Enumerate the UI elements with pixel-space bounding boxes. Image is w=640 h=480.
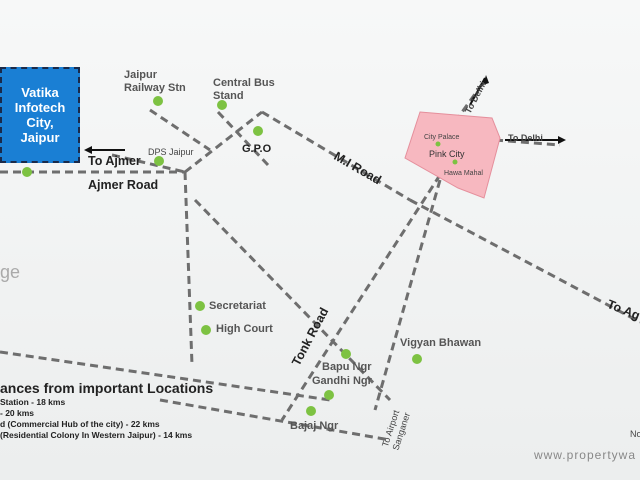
- airport-road-line: [373, 179, 442, 411]
- city-palace-label: City Palace: [424, 134, 460, 141]
- tonk-road-line: [280, 174, 442, 421]
- to-ajmer-label: To Ajmer: [88, 154, 141, 168]
- north-diagonal-line: [184, 110, 263, 174]
- arrow-head-icon: [558, 136, 566, 144]
- bapu-dot: [341, 349, 351, 359]
- bus-stand-dot: [217, 100, 227, 110]
- edge-text-left: ge: [0, 262, 21, 282]
- railway-station-label: Jaipur Railway Stn: [124, 69, 186, 94]
- secretariat-label: Secretariat: [209, 300, 266, 312]
- to-delhi-arrow-1: [469, 77, 486, 106]
- bajaj-dot: [306, 406, 316, 416]
- ajmer-road-label: Ajmer Road: [88, 178, 159, 192]
- gandhi-dot: [324, 390, 334, 400]
- delhi-road-line: [494, 138, 561, 147]
- south-road-line: [0, 350, 331, 402]
- high-court-label: High Court: [216, 323, 273, 335]
- high-court-dot: [201, 325, 211, 335]
- legend-item: d (Commercial Hub of the city) - 22 kms: [0, 419, 160, 429]
- dps-dot: [154, 156, 164, 166]
- secretariat-dot: [195, 301, 205, 311]
- watermark: www.propertywa: [533, 448, 636, 462]
- central-diagonal-line: [193, 198, 392, 402]
- legend-item: (Residential Colony In Western Jaipur) -…: [0, 430, 193, 440]
- project-name: Vatika Infotech City, Jaipur: [14, 85, 66, 145]
- arrow-head-icon: [483, 75, 489, 85]
- railway-dot: [153, 96, 163, 106]
- legend-title: ances from important Locations: [0, 380, 214, 396]
- ajmer-road-dot: [22, 167, 32, 177]
- hawa-mahal-label: Hawa Mahal: [444, 170, 483, 177]
- dps-label: DPS Jaipur: [148, 147, 194, 157]
- edge-text-right: No: [630, 429, 640, 439]
- hawa-mahal-dot: [452, 159, 458, 165]
- bajaj-nagar-label: Bajaj Ngr: [290, 420, 339, 432]
- mi-road-line: [261, 110, 411, 202]
- gpo-label: G.P.O: [242, 143, 272, 155]
- west-vertical-line: [183, 171, 194, 366]
- to-delhi-label-2: To Delhi: [508, 133, 543, 143]
- agra-road-line: [409, 198, 640, 324]
- bus-stand-label: Central Bus Stand: [213, 77, 275, 102]
- bus-road-line: [216, 110, 270, 167]
- legend-item: Station - 18 kms: [0, 397, 66, 407]
- city-palace-dot: [435, 141, 441, 147]
- arrow-head-icon: [84, 146, 92, 154]
- vigyan-bhawan-label: Vigyan Bhawan: [400, 337, 482, 349]
- bapu-nagar-label: Bapu Ngr: [322, 361, 372, 373]
- pink-city-area: [404, 111, 501, 199]
- gpo-dot: [253, 126, 263, 136]
- vigyan-dot: [412, 354, 422, 364]
- pink-city-label: Pink City: [429, 149, 465, 159]
- project-location-box: Vatika Infotech City, Jaipur: [0, 67, 80, 163]
- railway-road-line: [149, 108, 211, 152]
- legend-item: - 20 kms: [0, 408, 35, 418]
- bottom-road-line: [159, 398, 391, 442]
- gandhi-nagar-label: Gandhi Ngr: [312, 375, 372, 387]
